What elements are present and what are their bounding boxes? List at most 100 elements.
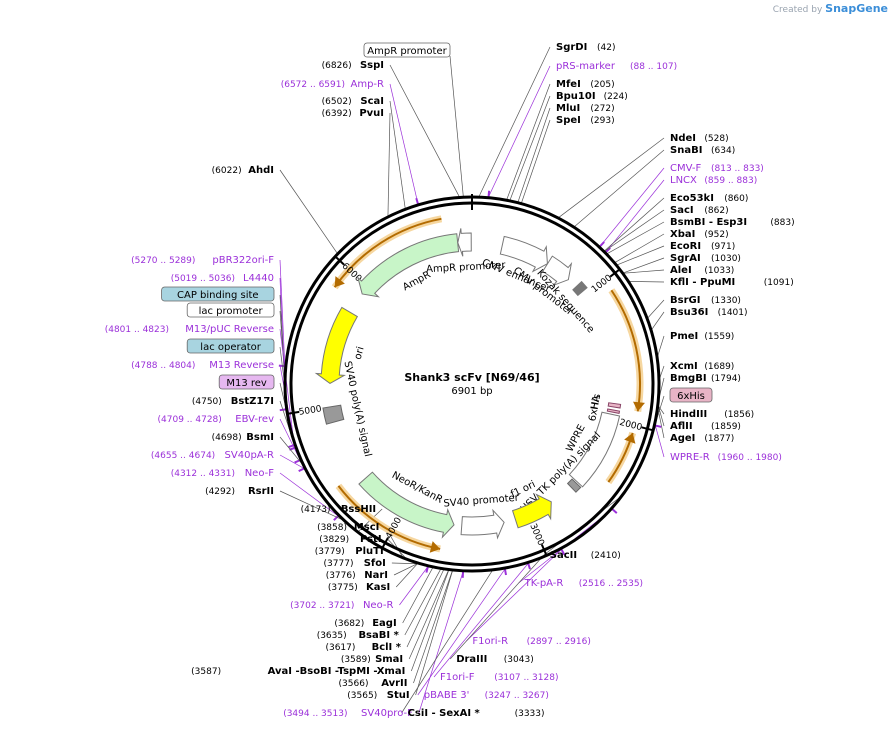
label-sgrdi-leader (478, 46, 551, 197)
feature-ha-label: HA (590, 395, 603, 411)
label-bsmbi-esp3i-position: (883) (770, 218, 794, 228)
feature-f1-ori-arrow (511, 493, 552, 529)
label-ndei-position: (528) (704, 134, 728, 144)
label-ahdi-position: (6022) (212, 166, 242, 176)
label-bsrgi-leader (647, 299, 665, 319)
label-psti: PstI (360, 534, 382, 545)
label-pvui-position: (6392) (322, 109, 352, 119)
label-draiii-position: (3043) (504, 655, 534, 665)
label-snabi: SnaBI (670, 145, 702, 156)
orf-head-1 (633, 401, 645, 412)
label-avai-bsobi-tspmi-xmai-leader (410, 570, 450, 672)
label-cmv-f: CMV-F (670, 163, 701, 174)
label-sfoi-leader (391, 562, 417, 565)
label-msci-position: (3858) (317, 523, 347, 533)
label-eagi-position: (3682) (334, 619, 364, 629)
label-ahdi: AhdI (248, 165, 274, 176)
label-sacii-position: (2410) (591, 551, 621, 561)
label-bsabi-position: (3635) (317, 631, 347, 641)
label-aflii: AflII (670, 421, 693, 432)
label-tk-pa-r-mark (611, 508, 618, 514)
label-sspi-position: (6826) (322, 61, 352, 71)
label-pbabe-3-leader (417, 568, 506, 696)
label-agei-leader (657, 409, 665, 439)
label-bsu36i: Bsu36I (670, 307, 708, 318)
label-wpre-r-position: (1960 .. 1980) (718, 453, 782, 463)
snapgene-brand: SnapGene (825, 2, 888, 15)
label-kfli-ppumi: KflI - PpuMI (670, 277, 735, 288)
label-xcmi-leader (659, 365, 665, 378)
label-m13-puc-reverse-leader (279, 328, 295, 446)
label-sv40pro-f: SV40pro-F (361, 708, 413, 719)
label-bsu36i-position: (1401) (718, 308, 748, 318)
label-mlui-leader (517, 107, 551, 202)
label-sfoi-position: (3777) (324, 559, 354, 569)
label-avrii: AvrII (381, 678, 407, 689)
label-sgrdi-position: (42) (597, 43, 615, 53)
label-bcli-leader (406, 569, 444, 648)
label-sv40pa-r-mark (298, 467, 305, 473)
label-mfei: MfeI (556, 79, 581, 90)
label-spei: SpeI (556, 115, 581, 126)
label-f1ori-r-mark (560, 548, 566, 556)
label-pmei-position: (1559) (704, 332, 734, 342)
label-amp-r: Amp-R (351, 79, 385, 90)
label-amp-r-leader (389, 83, 419, 205)
label-avrii-leader (413, 570, 453, 684)
label-msci: MscI (354, 522, 380, 533)
label-neo-f-position: (4312 .. 4331) (171, 469, 235, 479)
feature-ori-label: ori (353, 345, 367, 360)
label-eagi-leader (402, 567, 433, 624)
label-ndei-leader (558, 137, 665, 218)
label-bcli: BclI * (372, 642, 402, 653)
label-agei-position: (1877) (704, 434, 734, 444)
label-kasi: KasI (366, 582, 390, 593)
label-hindiii-leader (658, 406, 665, 415)
label-bsrgi-position: (1330) (711, 296, 741, 306)
label-stui-leader (415, 570, 453, 696)
label-l4440-position: (5019 .. 5036) (171, 274, 235, 284)
label-neo-r-mark (425, 566, 429, 573)
tick-mark-6000 (333, 255, 345, 266)
label-m13-rev-box (218, 374, 275, 390)
orf-arrows (331, 215, 645, 553)
label-lac-promoter-box (186, 302, 275, 318)
label-sv40pa-r-position: (4655 .. 4674) (151, 451, 215, 461)
label-smai-position: (3589) (341, 655, 371, 665)
label-hindiii: HindIII (670, 409, 707, 420)
label-m13-rev: M13 rev (226, 378, 267, 389)
label-tk-pa-r: TK-pA-R (524, 578, 564, 589)
label-bsabi: BsaBI * (358, 630, 399, 641)
label-kfli-ppumi-leader (629, 281, 665, 283)
label-sv40pa-r-leader (279, 454, 305, 469)
label-alei-leader (623, 269, 665, 274)
label-wpre-r-mark (655, 424, 662, 428)
label-ndei: NdeI (670, 133, 696, 144)
label-eco53ki-position: (860) (724, 194, 748, 204)
label-m13-puc-reverse-position: (4801 .. 4823) (105, 325, 169, 335)
label-pbabe-3-position: (3247 .. 3267) (485, 691, 549, 701)
label-sspi: SspI (360, 60, 384, 71)
label-f1ori-f-mark (527, 563, 531, 570)
label-pmei-leader (657, 335, 665, 356)
orf-head-2 (624, 432, 636, 444)
feature-neor-kanr-arrow (358, 471, 455, 539)
label-mlui-position: (272) (590, 104, 614, 114)
label-f1ori-r-position: (2897 .. 2916) (527, 637, 591, 647)
label-stui: StuI (387, 690, 410, 701)
label-avrii-position: (3566) (339, 679, 369, 689)
feature-6xhis-block (606, 408, 621, 414)
tick-mark-5000 (286, 410, 300, 415)
label-sgrai-position: (1030) (711, 254, 741, 264)
label-bsshii: BssHII (341, 504, 376, 515)
label-neo-f-mark (333, 515, 339, 521)
label-smai: SmaI (375, 654, 403, 665)
label-bpu10i: Bpu10I (556, 91, 596, 102)
label-alei: AleI (670, 265, 692, 276)
label-wpre-r: WPRE-R (670, 452, 710, 463)
feature-6xhis-label: 6xHis (587, 393, 603, 422)
label-kasi-position: (3775) (328, 583, 358, 593)
label-aflii-position: (1859) (711, 422, 741, 432)
feature-ampr-promoter-arrow (457, 228, 472, 257)
label-neo-r-position: (3702 .. 3721) (290, 601, 354, 611)
